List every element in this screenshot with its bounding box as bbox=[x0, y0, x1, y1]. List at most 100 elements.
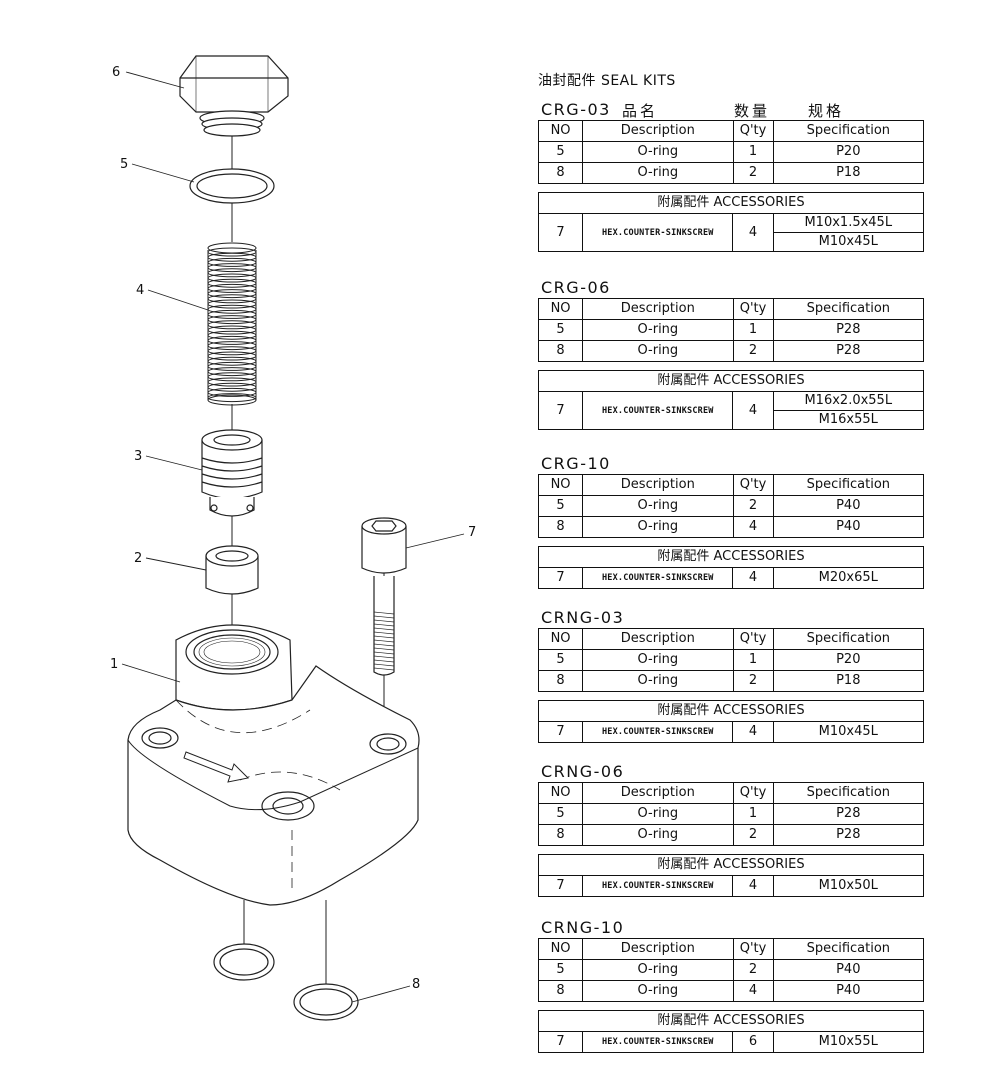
cell-qty: 1 bbox=[732, 649, 774, 671]
cell-no: 5 bbox=[537, 319, 584, 341]
cell-qty: 4 bbox=[732, 567, 774, 589]
cell-no: 5 bbox=[537, 141, 584, 163]
spring-coil bbox=[207, 257, 257, 267]
cell-qty: 4 bbox=[732, 980, 774, 1002]
cell-no: 7 bbox=[537, 1031, 584, 1053]
spring-coil bbox=[207, 304, 257, 314]
o-ring-part-8 bbox=[213, 943, 359, 1021]
accessories-title: 附属配件 ACCESSORIES bbox=[538, 370, 924, 392]
cell-qty: 2 bbox=[732, 162, 774, 184]
cell-spec: P28 bbox=[772, 803, 925, 825]
spring-coil bbox=[207, 393, 257, 403]
spring-coil bbox=[207, 309, 257, 319]
col-spec: Specification bbox=[772, 938, 925, 960]
cell-spec: M10x45L bbox=[772, 232, 925, 252]
cell-description: O-ring bbox=[582, 340, 734, 362]
cell-description: O-ring bbox=[582, 824, 734, 846]
spring-coil bbox=[207, 351, 257, 361]
cell-no: 8 bbox=[537, 670, 584, 692]
spring-coil bbox=[207, 377, 257, 387]
screw-thread bbox=[373, 623, 395, 627]
cell-spec: M16x55L bbox=[772, 410, 925, 430]
spring-coil bbox=[207, 299, 257, 309]
screw-part-7 bbox=[361, 517, 407, 676]
cell-spec: P40 bbox=[772, 959, 925, 981]
cell-spec: P20 bbox=[772, 141, 925, 163]
cell-description: O-ring bbox=[582, 980, 734, 1002]
col-no: NO bbox=[537, 298, 584, 320]
col-qty: Q'ty bbox=[732, 782, 774, 804]
cell-no: 8 bbox=[537, 980, 584, 1002]
series-header: CRNG-10 bbox=[538, 918, 924, 938]
col-spec: Specification bbox=[772, 782, 925, 804]
cell-description: HEX.COUNTER-SINKSCREW bbox=[582, 875, 734, 897]
header-qty-cn: 数量 bbox=[734, 102, 771, 120]
accessories-title: 附属配件 ACCESSORIES bbox=[538, 700, 924, 722]
screw-thread bbox=[373, 659, 395, 663]
callout-4: 4 bbox=[136, 283, 144, 298]
cell-no: 5 bbox=[537, 959, 584, 981]
screw-thread bbox=[373, 627, 395, 631]
col-no: NO bbox=[537, 782, 584, 804]
screw-thread bbox=[373, 647, 395, 651]
spring-coil bbox=[207, 325, 257, 335]
screw-thread bbox=[373, 663, 395, 667]
accessories-title: 附属配件 ACCESSORIES bbox=[538, 854, 924, 876]
cell-description: O-ring bbox=[582, 959, 734, 981]
cell-no: 8 bbox=[537, 340, 584, 362]
col-description: Description bbox=[582, 298, 734, 320]
col-description: Description bbox=[582, 474, 734, 496]
valve-body-part-1 bbox=[127, 624, 420, 906]
col-qty: Q'ty bbox=[732, 938, 774, 960]
screw-thread bbox=[373, 643, 395, 647]
accessories-title: 附属配件 ACCESSORIES bbox=[538, 1010, 924, 1032]
cell-no: 7 bbox=[537, 213, 584, 252]
cell-no: 5 bbox=[537, 649, 584, 671]
accessories-title: 附属配件 ACCESSORIES bbox=[538, 546, 924, 568]
cell-no: 7 bbox=[537, 391, 584, 430]
cell-spec: P40 bbox=[772, 980, 925, 1002]
col-spec: Specification bbox=[772, 298, 925, 320]
cell-spec: P28 bbox=[772, 824, 925, 846]
cell-qty: 1 bbox=[732, 141, 774, 163]
cell-no: 5 bbox=[537, 495, 584, 517]
col-description: Description bbox=[582, 782, 734, 804]
spring-coil bbox=[207, 335, 257, 345]
col-spec: Specification bbox=[772, 120, 925, 142]
col-description: Description bbox=[582, 628, 734, 650]
screw-thread bbox=[373, 631, 395, 635]
cell-qty: 2 bbox=[732, 495, 774, 517]
header-spec-cn: 规格 bbox=[808, 102, 845, 120]
col-qty: Q'ty bbox=[732, 120, 774, 142]
spring-coil bbox=[207, 283, 257, 293]
cell-description: HEX.COUNTER-SINKSCREW bbox=[582, 213, 734, 252]
cell-qty: 2 bbox=[732, 824, 774, 846]
spring-coil bbox=[207, 367, 257, 377]
cell-qty: 4 bbox=[732, 721, 774, 743]
cell-spec: M20x65L bbox=[772, 567, 925, 589]
spring-coil bbox=[207, 278, 257, 288]
screw-thread bbox=[373, 655, 395, 659]
cell-qty: 1 bbox=[732, 319, 774, 341]
cell-description: O-ring bbox=[582, 319, 734, 341]
cell-spec: M10x55L bbox=[772, 1031, 925, 1053]
col-qty: Q'ty bbox=[732, 298, 774, 320]
